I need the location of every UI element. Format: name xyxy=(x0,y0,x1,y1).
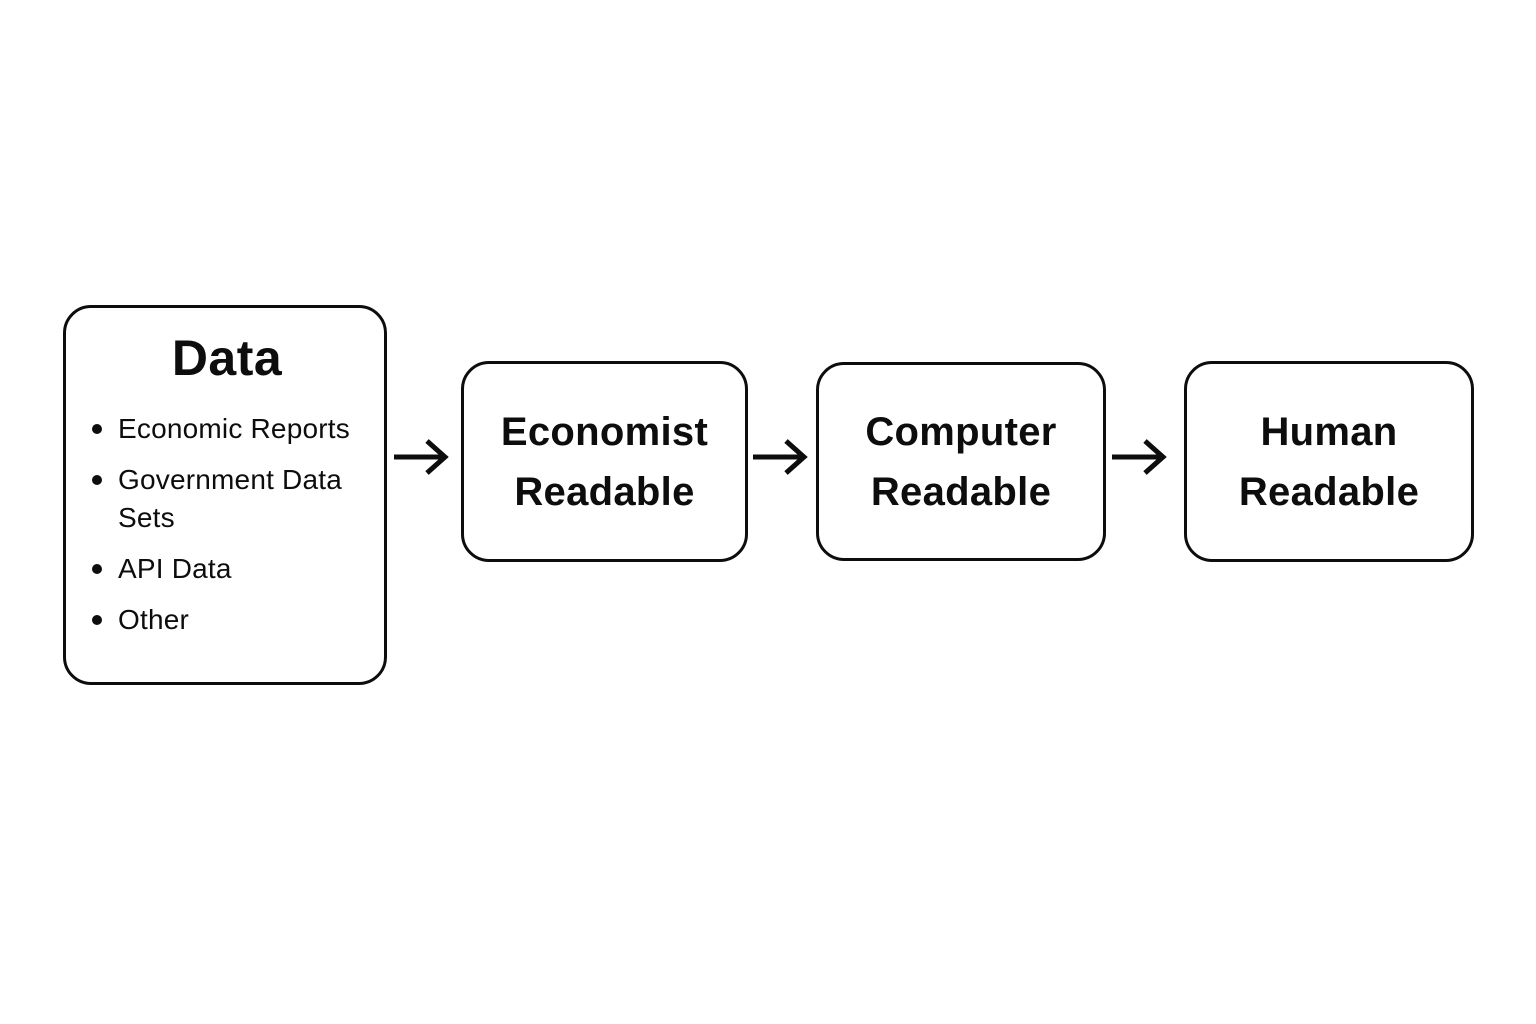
list-item: Government Data Sets xyxy=(92,461,364,537)
bullet-dot-icon xyxy=(92,423,102,434)
list-item: API Data xyxy=(92,550,364,588)
data-sources-list: Economic Reports Government Data Sets AP… xyxy=(90,410,364,639)
list-item: Other xyxy=(92,601,364,639)
node-label: Human Readable xyxy=(1238,409,1420,514)
node-data-title: Data xyxy=(171,330,283,386)
right-arrow-icon xyxy=(394,439,449,475)
right-arrow-icon xyxy=(753,439,808,475)
list-item: Economic Reports xyxy=(92,410,364,448)
node-human-readable: Human Readable xyxy=(1184,361,1474,562)
flow-arrow-data-to-economist xyxy=(392,433,456,481)
right-arrow-icon xyxy=(1112,439,1167,475)
node-label: Economist Readable xyxy=(500,409,709,514)
bullet-dot-icon xyxy=(92,563,102,574)
list-item-label: Other xyxy=(118,603,190,635)
flow-arrow-economist-to-computer xyxy=(751,433,815,481)
node-data-sources: Data Economic Reports Government Data Se… xyxy=(63,305,387,685)
list-item-label: API Data xyxy=(118,552,232,584)
list-item-label: Economic Reports xyxy=(118,412,350,444)
node-computer-readable: Computer Readable xyxy=(816,362,1106,561)
node-economist-readable: Economist Readable xyxy=(461,361,748,562)
bullet-dot-icon xyxy=(92,474,102,485)
flow-arrow-computer-to-human xyxy=(1110,433,1174,481)
node-label: Computer Readable xyxy=(865,409,1057,514)
bullet-dot-icon xyxy=(92,614,102,625)
list-item-label: Government Data Sets xyxy=(118,463,342,533)
